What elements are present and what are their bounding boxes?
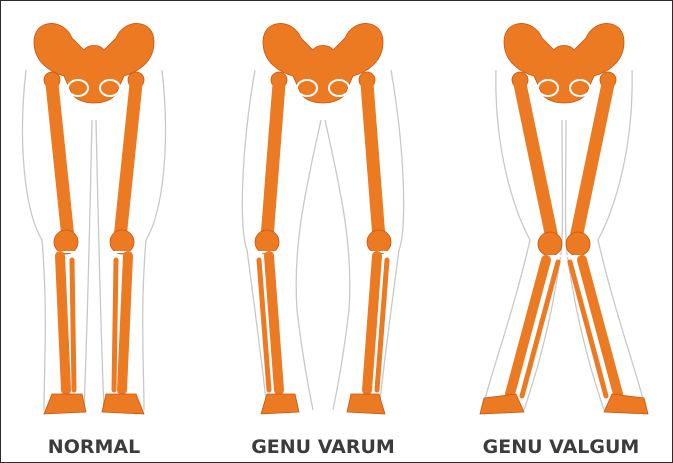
caption-genu-valgum: GENU VALGUM xyxy=(454,434,668,460)
genu-valgum-skeleton-svg xyxy=(474,10,654,420)
normal-legs-illustration xyxy=(4,10,184,420)
body-outline xyxy=(23,70,166,410)
normal-skeleton-svg xyxy=(4,10,184,420)
right-leg xyxy=(564,84,648,414)
genu-varum-skeleton-svg xyxy=(233,10,413,420)
caption-genu-varum: GENU VARUM xyxy=(213,434,433,460)
right-leg xyxy=(347,84,393,414)
genu-valgum-legs-illustration xyxy=(474,10,654,420)
left-leg xyxy=(480,84,564,414)
genu-varum-legs-illustration xyxy=(233,10,413,420)
body-outline xyxy=(482,70,646,410)
right-leg xyxy=(102,84,144,414)
left-leg xyxy=(253,84,299,414)
left-leg xyxy=(44,84,86,414)
caption-normal: NORMAL xyxy=(4,434,184,460)
